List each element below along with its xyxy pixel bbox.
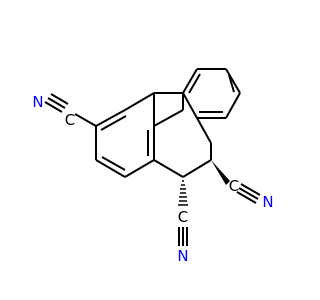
hashed-wedge-bond [178,180,188,206]
nitrile-left [44,93,97,127]
atom-label-n-right: N [262,193,273,211]
wedge-bond [211,160,230,185]
ring-left [95,92,155,178]
nitrile-bottom [178,180,188,246]
nitrile-right [211,160,261,204]
atom-label-n-bottom: N [177,247,188,265]
atom-label-c-bottom: C [178,208,188,226]
atom-label-c-left: C [65,111,75,129]
ring-top-right [182,68,241,119]
atom-label-c-right: C [229,177,239,195]
atom-label-n-left: N [32,93,43,111]
molecule-structure: N C N C N C [32,68,274,265]
ring-center [153,92,212,178]
